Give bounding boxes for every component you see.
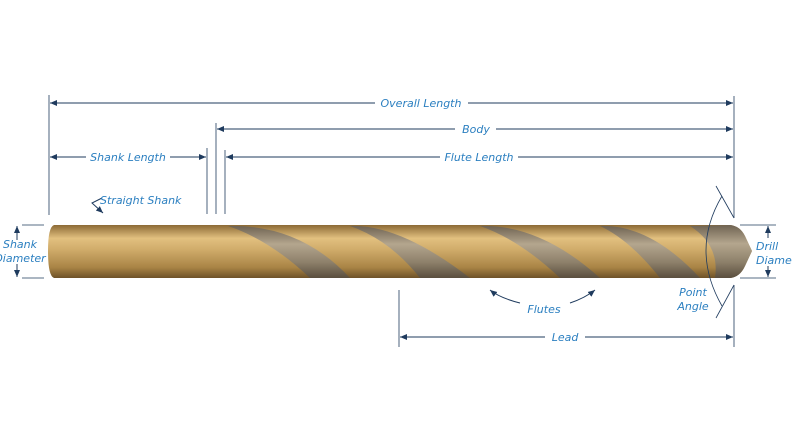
point-angle-label-1: Point	[679, 286, 707, 299]
flutes-arrow-right	[569, 289, 596, 304]
straight-shank-arrow	[91, 197, 104, 214]
lead-label: Lead	[552, 331, 580, 344]
point-angle-marker	[705, 185, 735, 319]
drill-diameter-label-2: Diameter	[756, 254, 792, 267]
shank-diameter-label-1: Shank	[3, 238, 38, 251]
straight-shank-label: Straight Shank	[100, 194, 182, 207]
extension-lines	[22, 95, 776, 347]
body-label: Body	[462, 123, 490, 136]
flute	[228, 225, 350, 278]
shank-diameter-label-2: Diameter	[0, 252, 47, 265]
drill-diameter-label-1: Drill	[756, 240, 778, 253]
flute	[480, 225, 600, 278]
drill-bit	[48, 225, 752, 278]
flute-length-label: Flute Length	[444, 151, 513, 164]
overall-length-label: Overall Length	[381, 97, 462, 110]
flute	[350, 225, 470, 278]
flutes-arrow-left	[489, 289, 521, 304]
drill-tip	[690, 225, 752, 278]
shank-length-label: Shank Length	[90, 151, 166, 164]
point-angle-label-2: Angle	[676, 300, 709, 313]
flutes-label: Flutes	[527, 303, 560, 316]
flute	[600, 225, 700, 278]
